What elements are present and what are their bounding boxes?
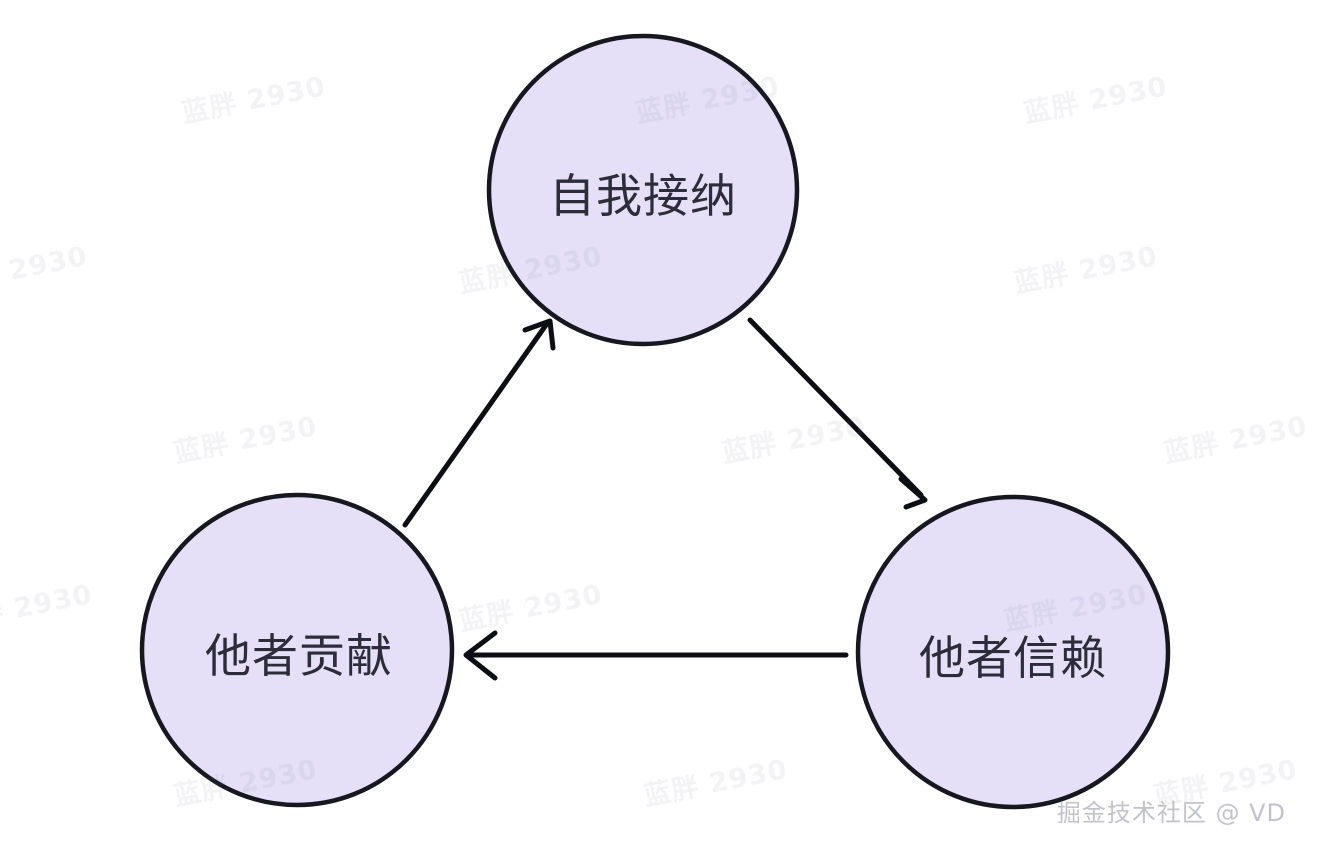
node-label-contribution-to-others: 他者贡献: [205, 629, 393, 683]
node-label-self-acceptance: 自我接纳: [549, 169, 737, 223]
node-label-trust-in-others: 他者信赖: [919, 631, 1107, 685]
edge-trust-to-contribution: [463, 630, 849, 681]
node-contribution-to-others[interactable]: [139, 492, 455, 808]
node-self-acceptance[interactable]: [486, 33, 800, 347]
credit-watermark: 掘金技术社区 @ VD: [1056, 799, 1286, 827]
node-trust-in-others[interactable]: [855, 494, 1171, 810]
edge-acceptance-to-trust: [747, 317, 928, 510]
nodes-group: [139, 33, 1171, 810]
edge-contribution-to-acceptance: [402, 318, 556, 528]
edges-group: [402, 317, 928, 681]
